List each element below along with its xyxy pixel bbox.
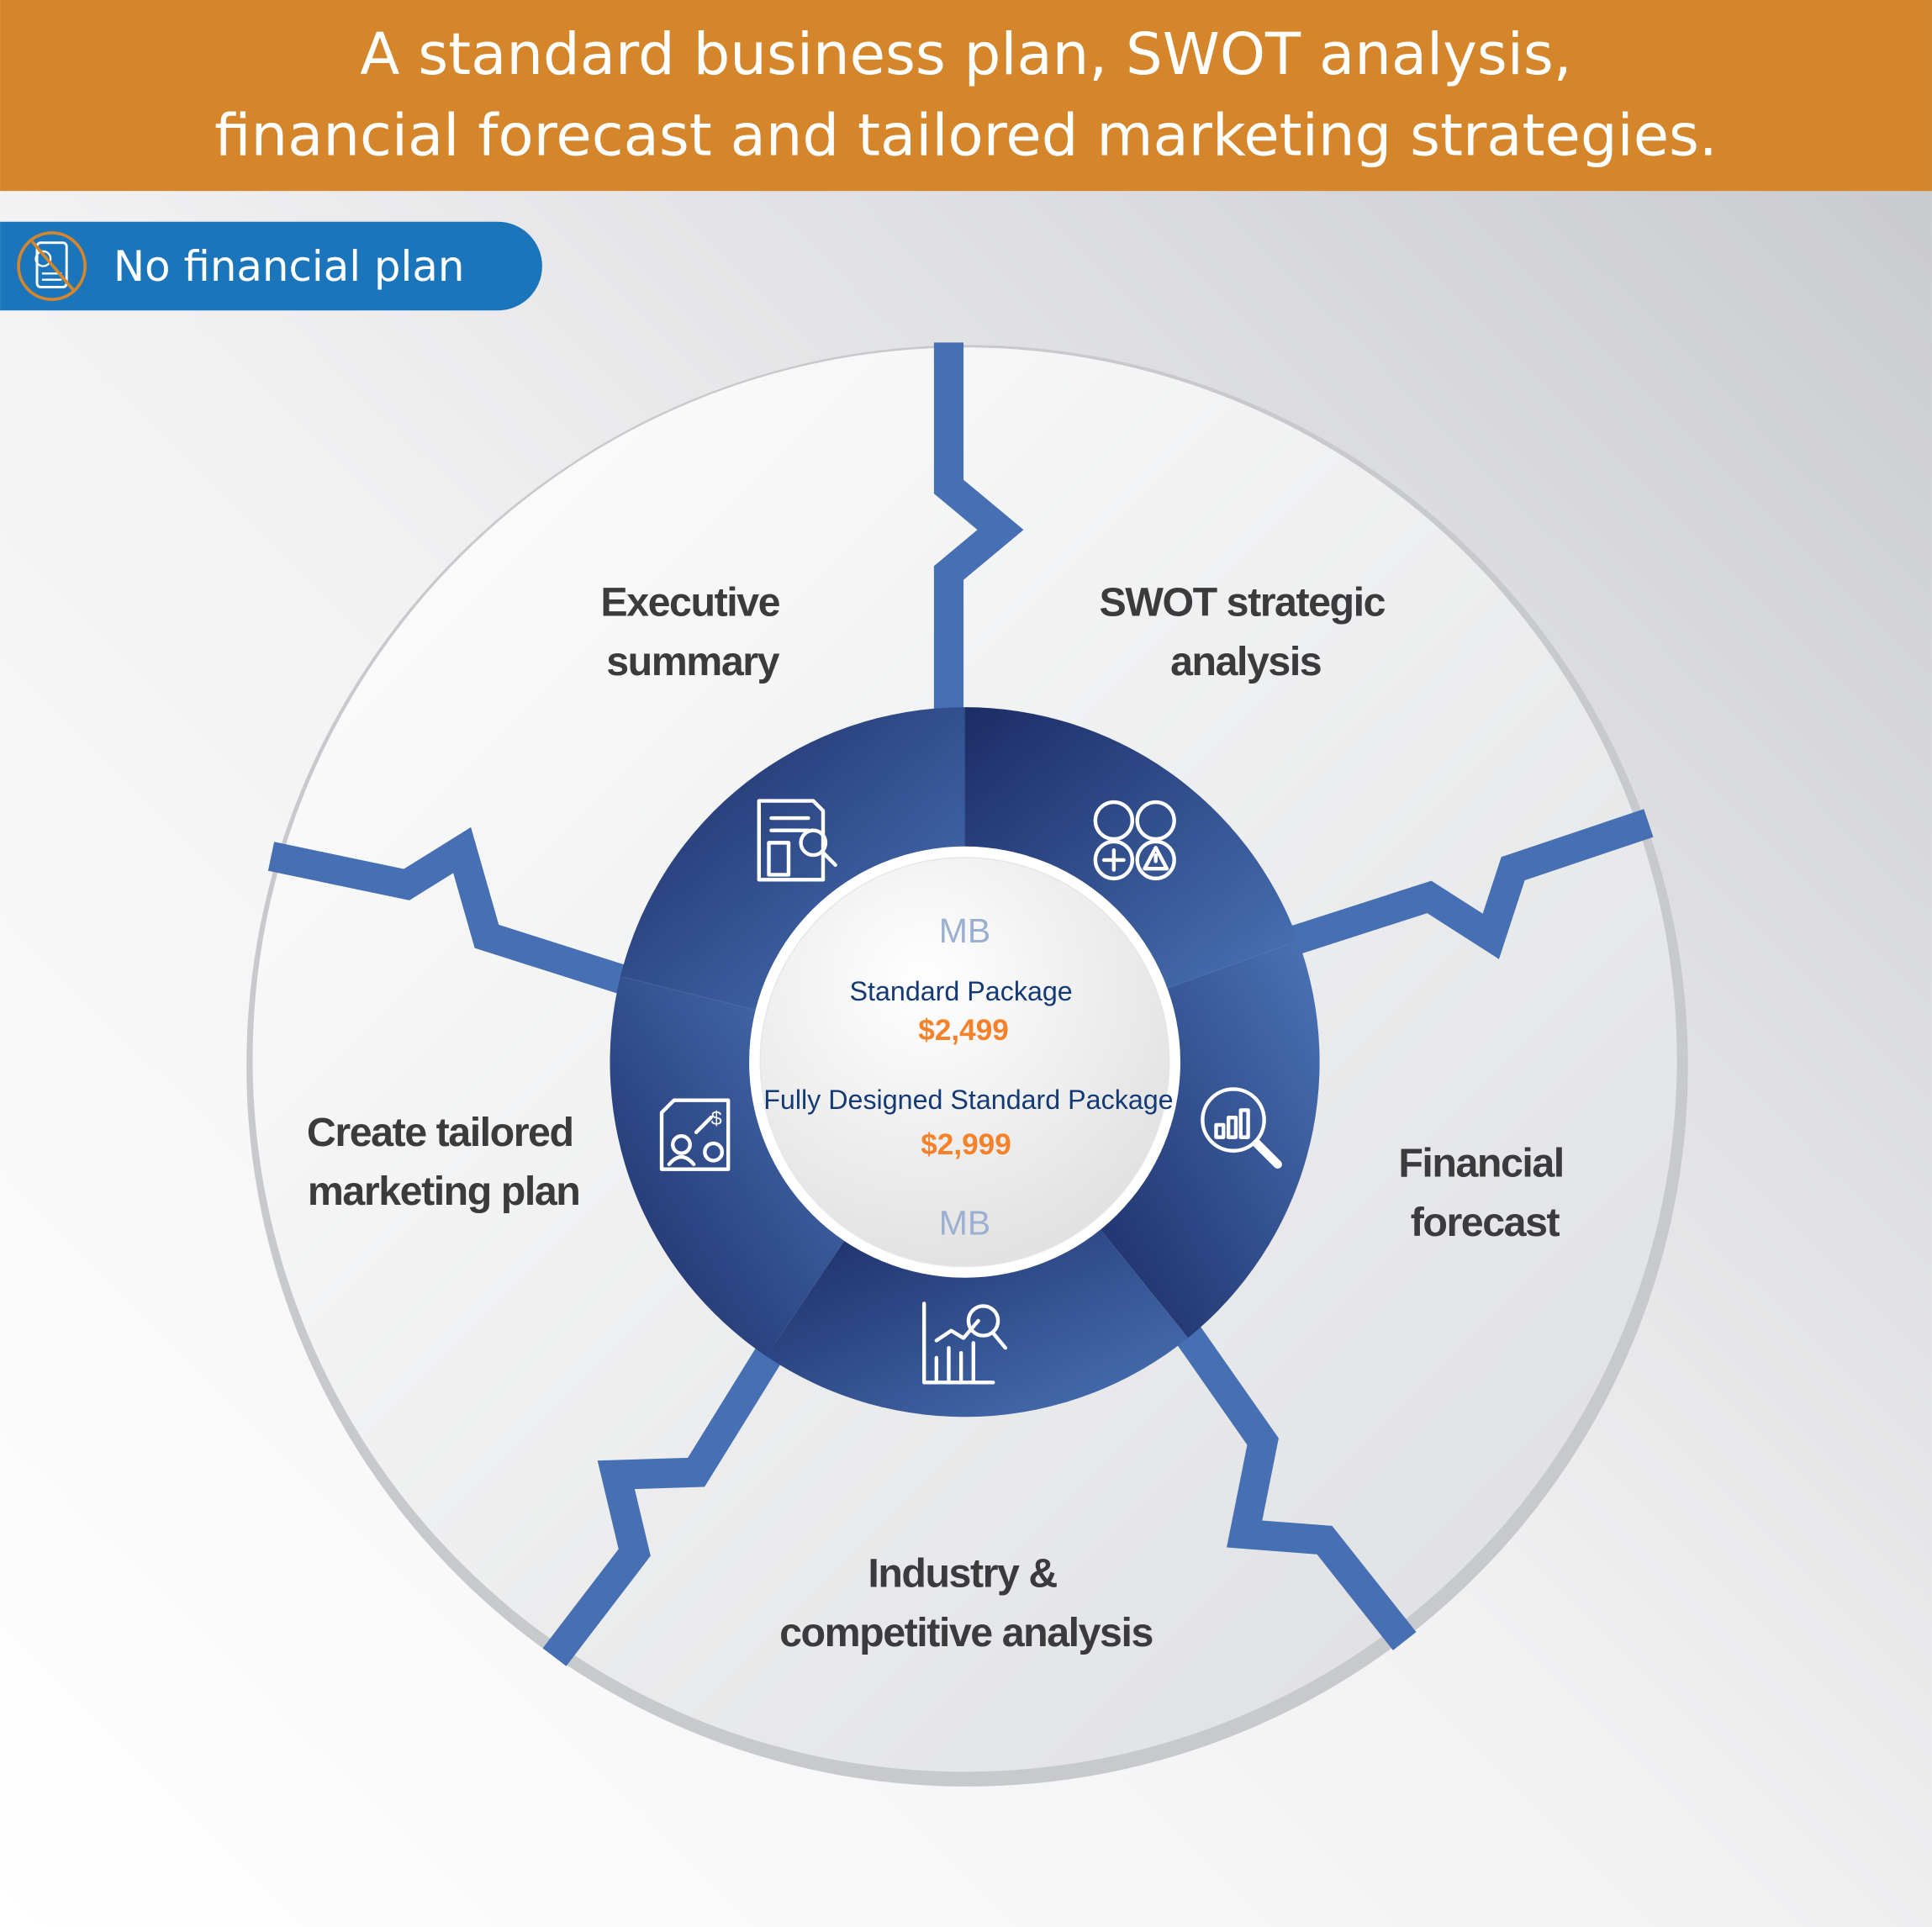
svg-text:Create tailored: Create tailored [307, 1110, 573, 1155]
segment-separators [267, 342, 1654, 1666]
segment-executive-summary: Executive summary [600, 580, 781, 684]
header-line-1: A standard business plan, SWOT analysis, [360, 21, 1571, 88]
svg-text:competitive analysis: competitive analysis [779, 1610, 1153, 1655]
mb-logo-top: MB [939, 911, 991, 950]
chart-magnifier-icon [1201, 1087, 1282, 1169]
svg-text:MB: MB [939, 911, 991, 950]
package-1-price: $2,499 [918, 1014, 1009, 1047]
analytics-chart-icon [921, 1301, 1008, 1385]
center-core: MB Standard Package $2,499 Fully Designe… [749, 846, 1180, 1278]
swot-icon [1093, 800, 1176, 881]
separator-right [1283, 809, 1654, 959]
svg-text:marketing plan: marketing plan [308, 1169, 579, 1214]
inner-ring [610, 707, 1320, 1418]
package-2-price: $2,999 [921, 1128, 1011, 1161]
package-2-name: Fully Designed Standard Package [763, 1085, 1173, 1115]
separator-bottom-left [542, 1335, 789, 1666]
package-1-name: Standard Package [850, 976, 1073, 1006]
header-banner: A standard business plan, SWOT analysis,… [0, 0, 1932, 192]
document-search-icon [757, 799, 837, 882]
segment-industry-analysis: Industry & competitive analysis [779, 1551, 1153, 1655]
marketing-plan-icon: $ [659, 1098, 731, 1171]
no-financial-plan-icon [17, 231, 87, 301]
svg-text:$: $ [711, 1107, 722, 1129]
svg-text:Financial: Financial [1398, 1141, 1563, 1186]
wedge-executive [964, 707, 1299, 991]
svg-text:forecast: forecast [1411, 1200, 1560, 1245]
separator-bottom-right [1173, 1322, 1417, 1650]
svg-text:Executive: Executive [600, 580, 779, 626]
segment-swot-analysis: SWOT strategic analysis [1099, 580, 1386, 684]
separator-top [933, 342, 1024, 721]
svg-text:Industry &: Industry & [868, 1551, 1057, 1597]
header-line-2: financial forecast and tailored marketin… [214, 103, 1718, 170]
segment-financial-forecast: Financial forecast [1398, 1141, 1565, 1245]
svg-text:SWOT strategic: SWOT strategic [1099, 580, 1385, 626]
no-financial-plan-badge: No financial plan [0, 221, 542, 311]
badge-label: No financial plan [113, 242, 465, 291]
svg-text:MB: MB [939, 1203, 991, 1242]
segment-marketing-plan: Create tailored marketing plan [307, 1110, 581, 1214]
mb-logo-bottom: MB [939, 1203, 991, 1242]
svg-text:analysis: analysis [1170, 639, 1321, 684]
svg-text:summary: summary [606, 639, 779, 684]
separator-left [267, 826, 627, 994]
wedge-marketing [620, 707, 965, 1011]
